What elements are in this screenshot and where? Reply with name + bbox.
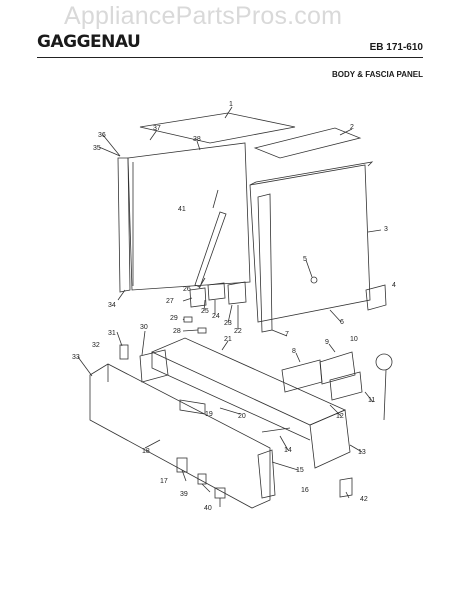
callout-13: 13 bbox=[358, 449, 366, 456]
display-module bbox=[139, 349, 169, 383]
callout-5: 5 bbox=[303, 256, 307, 263]
callout-19: 19 bbox=[205, 411, 213, 418]
callout-1: 1 bbox=[229, 101, 233, 108]
watermark: AppliancePartsPros.com bbox=[64, 2, 343, 30]
rear-panel bbox=[253, 127, 362, 159]
callout-29: 29 bbox=[170, 315, 178, 322]
timer-knob bbox=[375, 353, 393, 371]
callout-26: 26 bbox=[183, 286, 191, 293]
brand-logo: GAGGENAU bbox=[37, 32, 141, 52]
callout-32: 32 bbox=[92, 342, 100, 349]
callout-3: 3 bbox=[384, 226, 388, 233]
switch-block bbox=[189, 287, 207, 308]
callout-11: 11 bbox=[368, 397, 375, 404]
callout-27: 27 bbox=[166, 298, 174, 305]
callout-20: 20 bbox=[238, 413, 246, 420]
left-side-panel bbox=[127, 142, 251, 291]
callout-8: 8 bbox=[292, 348, 296, 355]
clip-40 bbox=[214, 487, 226, 499]
callout-22: 22 bbox=[234, 328, 242, 335]
right-side-panel bbox=[249, 164, 371, 323]
callout-10: 10 bbox=[350, 336, 358, 343]
callout-7: 7 bbox=[285, 331, 289, 338]
left-strip bbox=[117, 157, 131, 293]
callout-42: 42 bbox=[360, 496, 368, 503]
clip-17 bbox=[176, 457, 188, 473]
callout-25: 25 bbox=[201, 308, 209, 315]
callout-9: 9 bbox=[325, 339, 329, 346]
top-panel bbox=[139, 112, 296, 144]
callout-16: 16 bbox=[301, 487, 309, 494]
callout-33: 33 bbox=[72, 354, 80, 361]
right-strip bbox=[257, 193, 273, 333]
callout-23: 23 bbox=[224, 320, 232, 327]
callout-31: 31 bbox=[108, 330, 116, 337]
callout-34: 34 bbox=[108, 302, 116, 309]
header-rule bbox=[37, 57, 423, 58]
actuator-rod bbox=[194, 211, 227, 288]
callout-30: 30 bbox=[140, 324, 148, 331]
control-front bbox=[89, 363, 271, 509]
callout-38: 38 bbox=[193, 136, 201, 143]
corner-bracket bbox=[365, 284, 387, 311]
callout-17: 17 bbox=[160, 478, 168, 485]
callout-12: 12 bbox=[336, 413, 344, 420]
terminal-strip-9 bbox=[319, 351, 356, 385]
callout-36: 36 bbox=[98, 132, 106, 139]
callout-2: 2 bbox=[350, 124, 354, 131]
callout-24: 24 bbox=[212, 313, 220, 320]
callout-37: 37 bbox=[153, 125, 161, 132]
callout-21: 21 bbox=[224, 336, 232, 343]
callout-15: 15 bbox=[296, 467, 304, 474]
callout-39: 39 bbox=[180, 491, 188, 498]
callout-41: 41 bbox=[178, 206, 186, 213]
callout-14: 14 bbox=[284, 447, 292, 454]
callout-40: 40 bbox=[204, 505, 212, 512]
callout-35: 35 bbox=[93, 145, 101, 152]
document-number: EB 171-610 bbox=[369, 42, 423, 53]
clip-42 bbox=[339, 477, 353, 498]
terminal-strip-8 bbox=[281, 359, 323, 393]
bracket-15 bbox=[257, 449, 276, 499]
callout-6: 6 bbox=[340, 319, 344, 326]
callout-28: 28 bbox=[173, 328, 181, 335]
callout-4: 4 bbox=[392, 282, 396, 289]
section-title: BODY & FASCIA PANEL bbox=[332, 70, 423, 79]
callout-18: 18 bbox=[142, 448, 150, 455]
